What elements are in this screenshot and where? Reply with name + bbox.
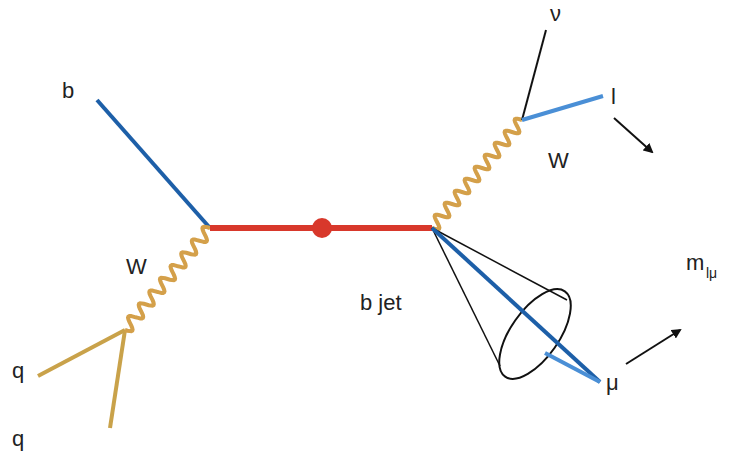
quark-line bbox=[110, 330, 125, 428]
boson-label: W bbox=[548, 150, 569, 172]
arrow bbox=[626, 330, 680, 364]
jet-label: b jet bbox=[360, 292, 402, 314]
neutrino-line bbox=[522, 30, 546, 120]
b-jet-line bbox=[432, 228, 600, 382]
lepton-line bbox=[522, 96, 603, 120]
lepton-label: l bbox=[611, 86, 616, 108]
w-boson-line bbox=[432, 119, 522, 230]
top-quark-dot bbox=[312, 218, 332, 238]
w-boson-line bbox=[125, 227, 210, 331]
muon-label: μ bbox=[606, 372, 619, 394]
jet-cone-edge bbox=[432, 228, 500, 366]
neutrino-label: ν bbox=[550, 3, 561, 25]
quark-line bbox=[38, 330, 125, 376]
mass-label: m bbox=[686, 252, 704, 274]
b-quark-line bbox=[97, 100, 210, 228]
quark-label: b bbox=[62, 80, 74, 102]
boson-label: W bbox=[126, 256, 147, 278]
muon-line bbox=[545, 353, 600, 382]
arrow bbox=[614, 118, 652, 152]
mass-subscript: lμ bbox=[706, 266, 717, 280]
jet-cone-rim bbox=[486, 278, 585, 391]
quark-label: q bbox=[12, 428, 24, 450]
quark-label: q bbox=[12, 360, 24, 382]
